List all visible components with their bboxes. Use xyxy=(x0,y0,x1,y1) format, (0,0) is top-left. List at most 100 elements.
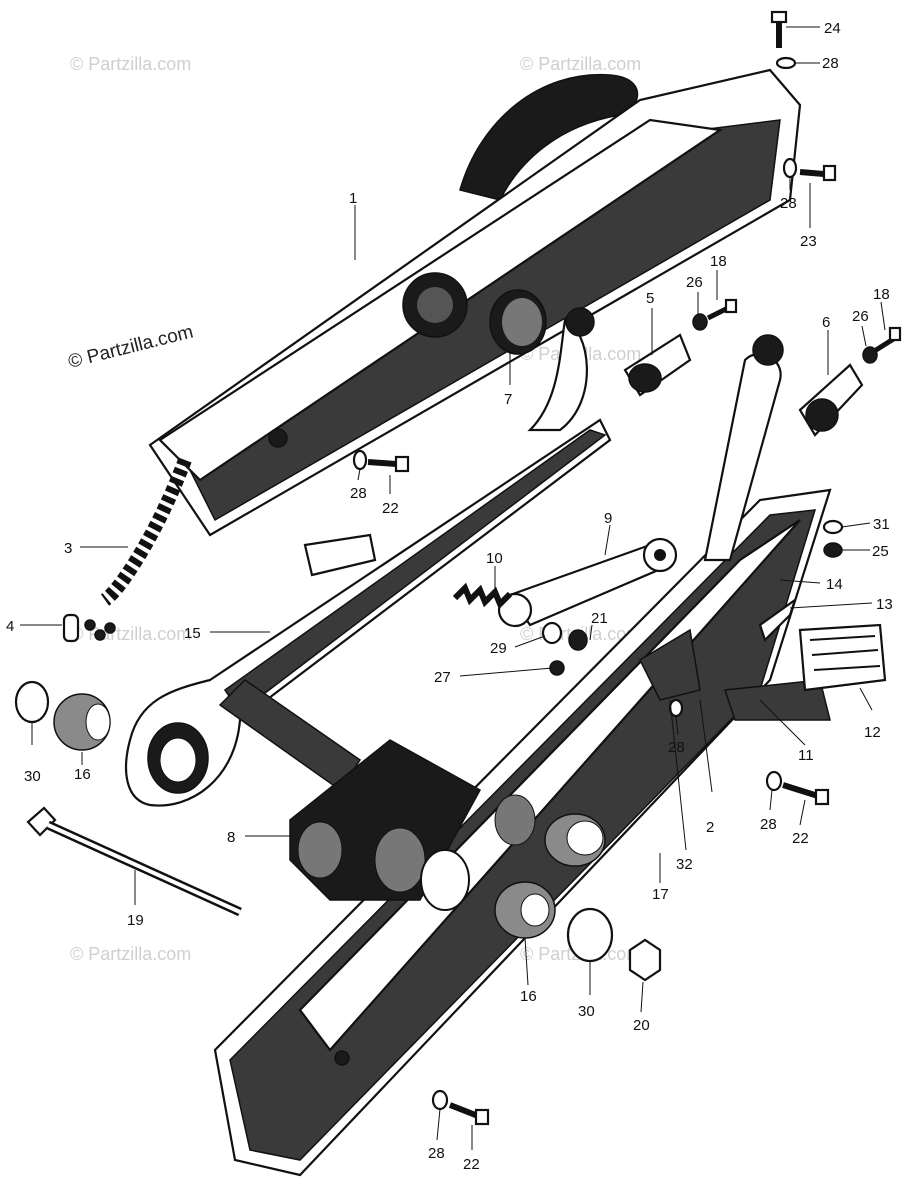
callout-30-lower: 30 xyxy=(578,1003,595,1020)
leader-31 xyxy=(841,522,871,528)
bolt-22-right-shaft xyxy=(782,782,819,799)
washer-28-upper-right xyxy=(782,157,798,179)
leader-28e xyxy=(769,789,773,811)
callout-13: 13 xyxy=(876,596,893,613)
washers-29-21 xyxy=(541,621,588,651)
callout-22-right: 22 xyxy=(792,830,809,847)
watermark-top-right: © Partzilla.com xyxy=(520,54,641,74)
footpeg-rubber-left xyxy=(303,533,377,577)
bolt-23-shaft xyxy=(799,169,825,177)
chain-adjuster-part-5 xyxy=(623,333,692,397)
pivot-bracket-part-8 xyxy=(289,739,536,911)
leader-12 xyxy=(859,687,873,711)
callout-5: 5 xyxy=(646,290,654,307)
chain-adjuster-part-6 xyxy=(798,363,864,437)
bolt-18-left-shaft xyxy=(706,305,730,321)
bolt-22-center-shaft xyxy=(367,459,397,467)
callout-4: 4 xyxy=(6,618,14,635)
leader-20 xyxy=(640,981,644,1013)
nut-hex xyxy=(628,938,662,982)
leader-16b xyxy=(524,937,529,986)
callout-18-right: 18 xyxy=(873,286,890,303)
bolt-22-center-head xyxy=(394,455,410,473)
washer-28-bottom xyxy=(431,1089,449,1111)
adjuster-right-hole xyxy=(805,398,839,432)
leader-14 xyxy=(779,579,821,584)
callout-26-right: 26 xyxy=(852,308,869,325)
callout-24: 24 xyxy=(824,20,841,37)
plug-part-7 xyxy=(489,289,547,355)
callout-19: 19 xyxy=(127,912,144,929)
washer-part-30 xyxy=(14,680,614,963)
callout-20: 20 xyxy=(633,1017,650,1034)
cross-tube xyxy=(218,679,362,792)
leader-21 xyxy=(589,624,593,641)
footpeg-rubber-right xyxy=(798,623,887,692)
footpeg-rubber-part-12 xyxy=(303,533,887,692)
washer-30-left xyxy=(14,680,50,724)
bolt-22-bottom-head xyxy=(474,1108,490,1126)
nut-part-20 xyxy=(628,938,662,982)
callout-10: 10 xyxy=(486,550,503,567)
leader-28f xyxy=(436,1108,441,1141)
bolt-22-right-head xyxy=(814,788,830,806)
callout-11: 11 xyxy=(798,747,814,764)
callout-25: 25 xyxy=(872,543,889,560)
chain-case-grommet-inner xyxy=(417,287,453,323)
callout-16-left: 16 xyxy=(74,766,91,783)
leader-13 xyxy=(789,602,873,609)
callout-16-lower: 16 xyxy=(520,988,537,1005)
chain-case-mount-hole xyxy=(268,428,288,448)
leader-18b xyxy=(880,301,886,331)
link-eye-right-hole xyxy=(654,549,666,561)
link-eye-left xyxy=(497,592,533,628)
callout-27: 27 xyxy=(434,669,451,686)
callout-28-center: 28 xyxy=(350,485,367,502)
sprocket-shape xyxy=(459,73,639,201)
swing-arm-left-bore xyxy=(159,737,197,783)
callout-23: 23 xyxy=(800,233,817,250)
bolt-18-left-head xyxy=(724,298,738,314)
collar-bore xyxy=(566,820,604,856)
washer-30-lower xyxy=(566,907,614,963)
plug-face xyxy=(502,298,542,346)
callout-12: 12 xyxy=(864,724,881,741)
bearing-part-16-left xyxy=(53,693,111,751)
leader-9 xyxy=(604,524,611,556)
leader-26b xyxy=(861,325,867,347)
bolt-shaft-highlight xyxy=(47,823,241,914)
bolt-22-bottom-shaft xyxy=(448,1102,480,1119)
plate-13 xyxy=(758,597,798,643)
chain-links xyxy=(100,457,192,606)
collar-part-17 xyxy=(544,813,606,867)
washer-31 xyxy=(822,519,844,535)
callout-29: 29 xyxy=(490,640,507,657)
callout-17: 17 xyxy=(652,886,669,903)
leader-32 xyxy=(669,699,687,851)
callout-21: 21 xyxy=(591,610,608,627)
leader-2 xyxy=(699,699,713,793)
leader-11 xyxy=(759,699,806,746)
leader-22b xyxy=(799,799,806,826)
callout-2: 2 xyxy=(706,819,714,836)
footpeg-ridges-right xyxy=(809,635,881,671)
callout-26-left: 26 xyxy=(686,274,703,291)
bolt-18-right-head xyxy=(888,326,902,342)
leader-28d xyxy=(675,715,679,736)
master-link-plate xyxy=(62,613,80,643)
leader-27 xyxy=(459,667,553,677)
pivot-eye-2 xyxy=(374,827,426,893)
callout-28-bracket: 28 xyxy=(668,739,685,756)
callout-28-upper-right: 28 xyxy=(780,195,797,212)
master-link-part-4 xyxy=(62,613,116,643)
callout-15: 15 xyxy=(184,625,201,642)
bearing-part-16-lower xyxy=(494,881,556,939)
hardware xyxy=(352,10,902,1126)
drive-chain-part-3 xyxy=(100,457,192,606)
bolt-23-head xyxy=(822,164,837,182)
link-part-9 xyxy=(497,537,678,628)
pivot-eye-3 xyxy=(420,849,470,911)
bearing-left-bore xyxy=(85,703,111,741)
chain-case-part-1 xyxy=(148,68,802,537)
